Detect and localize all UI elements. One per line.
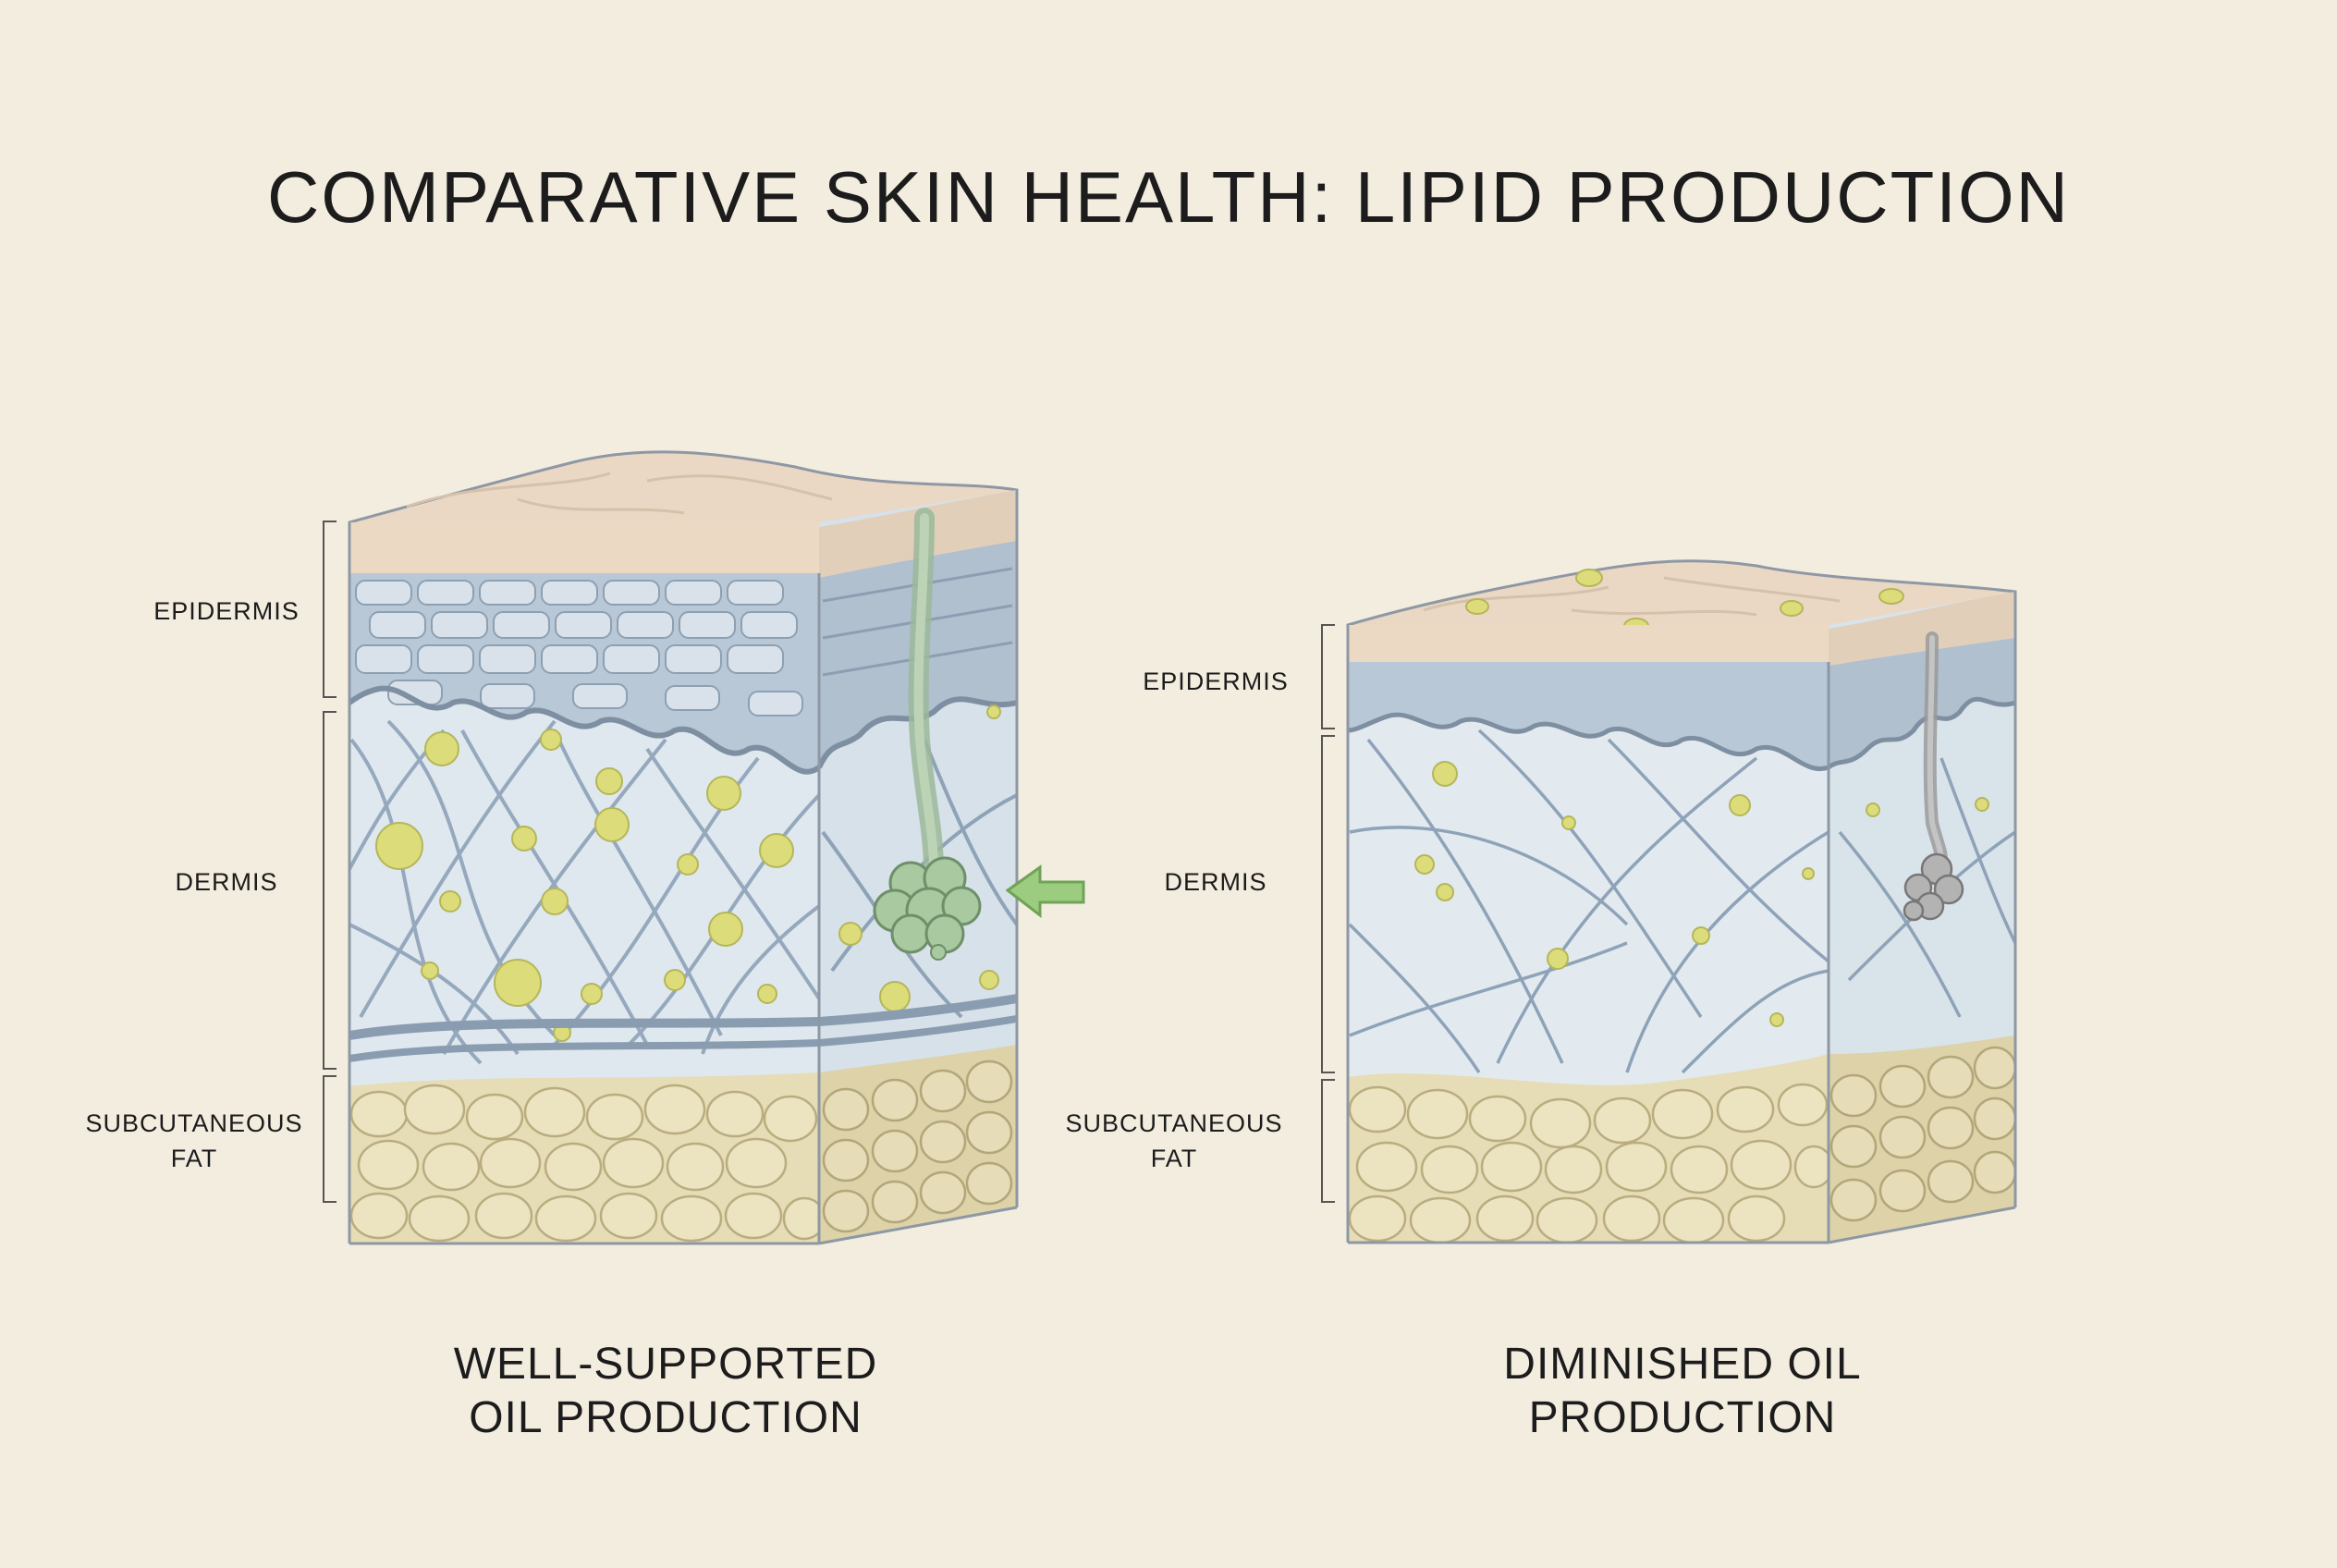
left-label-fat-line2: FAT <box>170 1145 218 1172</box>
right-label-epidermis: EPIDERMIS <box>1143 668 1289 695</box>
right-label-fat-line2: FAT <box>1150 1145 1198 1172</box>
left-caption-line2: OIL PRODUCTION <box>469 1393 863 1442</box>
left-label-dermis: DERMIS <box>175 868 278 896</box>
left-caption-line1: WELL-SUPPORTED <box>453 1340 878 1389</box>
arrow-left-icon <box>1005 864 1085 919</box>
right-layer-brackets <box>1321 624 1335 1203</box>
left-layer-brackets <box>323 521 336 1203</box>
left-label-fat: SUBCUTANEOUS FAT <box>65 1106 324 1176</box>
left-caption: WELL-SUPPORTED OIL PRODUCTION <box>370 1338 961 1445</box>
right-label-fat: SUBCUTANEOUS FAT <box>1045 1106 1303 1176</box>
right-caption: DIMINISHED OIL PRODUCTION <box>1387 1338 1978 1445</box>
right-label-fat-line1: SUBCUTANEOUS <box>1065 1109 1283 1137</box>
right-sebaceous-gland <box>1903 631 1964 922</box>
left-sebaceous-gland <box>873 508 982 961</box>
right-caption-line2: PRODUCTION <box>1528 1393 1837 1442</box>
right-label-dermis: DERMIS <box>1164 868 1267 896</box>
left-label-epidermis: EPIDERMIS <box>153 597 300 625</box>
right-caption-line1: DIMINISHED OIL <box>1503 1340 1862 1389</box>
page-title: COMPARATIVE SKIN HEALTH: LIPID PRODUCTIO… <box>267 156 2070 238</box>
left-label-fat-line1: SUBCUTANEOUS <box>85 1109 303 1137</box>
